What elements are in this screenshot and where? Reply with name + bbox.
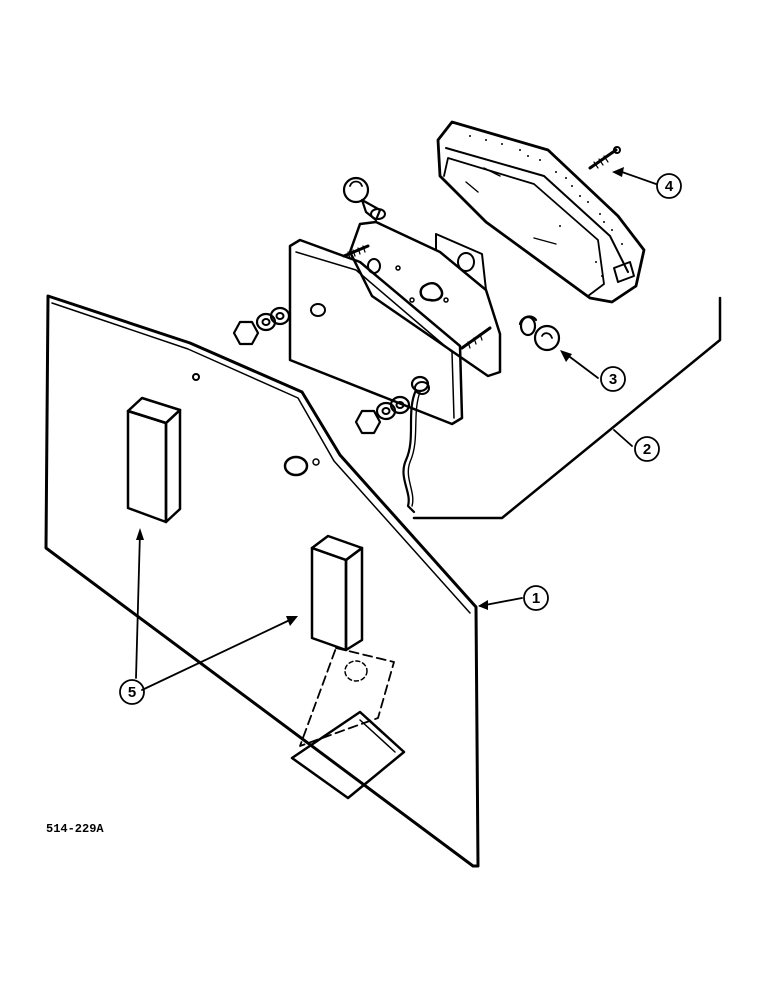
rubber-block-upper: [126, 396, 182, 524]
callout-2-label: 2: [643, 441, 651, 458]
wire-lead: [402, 375, 430, 514]
callout-5: 5: [119, 679, 145, 705]
rubber-block-lower: [310, 534, 364, 652]
nuts-and-washers-lower: [354, 395, 411, 435]
callout-1: 1: [523, 585, 549, 611]
leader-lines: [135, 171, 657, 691]
callout-2: 2: [634, 436, 660, 462]
assembly-bracket-line: [412, 296, 722, 520]
bracket-tab: [290, 647, 406, 800]
lamp-base-plate: [348, 220, 502, 378]
lens-cover: [436, 120, 646, 304]
callout-3: 3: [600, 366, 626, 392]
callout-5-label: 5: [128, 684, 136, 701]
lamp-gasket: [288, 238, 464, 426]
figure-code: 514-229A: [46, 822, 104, 836]
bulb-upper: [342, 176, 386, 222]
callout-3-label: 3: [609, 371, 617, 388]
nuts-and-washers-upper: [232, 306, 291, 346]
bulb-3: [518, 315, 561, 352]
leader-arrowheads: [136, 167, 624, 626]
mounting-studs: [342, 244, 492, 350]
callout-1-label: 1: [532, 590, 540, 607]
lens-screw: [588, 146, 621, 170]
callout-4-label: 4: [665, 178, 674, 195]
mounting-plate: [44, 294, 480, 868]
callout-4: 4: [656, 173, 682, 199]
